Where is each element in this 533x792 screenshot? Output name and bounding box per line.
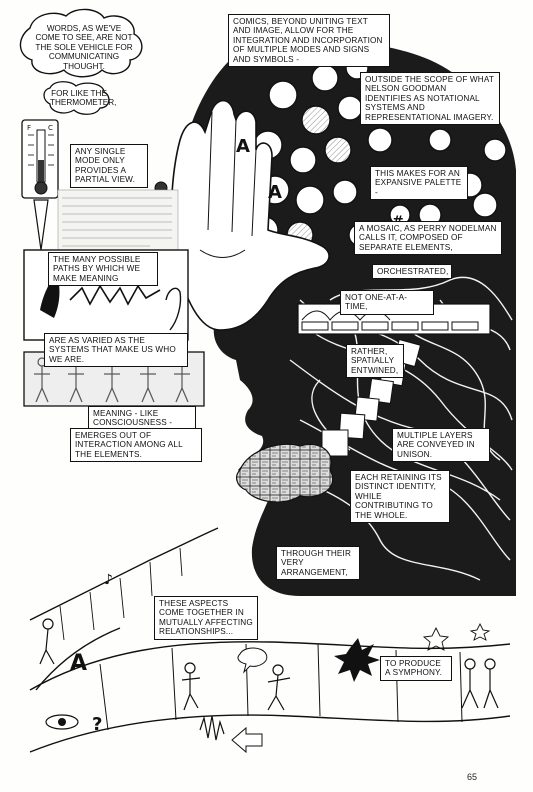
caption-comics: Comics, beyond uniting text and image, a… [228, 14, 390, 68]
caption-goodman: outside the scope of what Nelson Goodman… [360, 72, 500, 126]
caption-arrangement: Through their very arrangement, [276, 546, 360, 581]
thermometer-spike [33, 199, 49, 251]
caption-one-at-a-time: not one-at-a-time, [340, 290, 434, 315]
glyph-note: ♪ [104, 572, 113, 588]
caption-identity: Each retaining its distinct identity, wh… [350, 470, 450, 524]
stars [422, 622, 491, 651]
caption-emerges: emerges out of interaction among all the… [70, 428, 202, 463]
caption-layers: Multiple layers are conveyed in unison. [392, 428, 490, 463]
caption-palette: This makes for an expansive palette - [370, 166, 468, 201]
glyph-letter-a-1: A [236, 136, 250, 157]
glyph-question: ? [92, 714, 102, 735]
caption-thermometer: For like the thermometer, [50, 89, 117, 108]
ribbon-top [29, 641, 511, 691]
thought-cloud [19, 8, 143, 78]
hand-finger-lines [199, 111, 257, 258]
arrow-shape [231, 726, 263, 754]
faded-text-panel [57, 189, 179, 253]
thermo-label-c: C [48, 124, 53, 132]
ribbon-figures [39, 618, 499, 711]
thought-cloud-small [43, 81, 110, 115]
caption-partial: Any single mode only provides a partial … [70, 144, 148, 188]
soundwave [199, 715, 225, 741]
glyph-letter-a-3: A [70, 651, 87, 676]
caption-orchestrated: orchestrated, [372, 264, 452, 280]
caption-words: Words, as we've come to see, are not the… [35, 24, 133, 71]
glyph-letter-a-2: A [268, 182, 282, 203]
caption-systems: are as varied as the systems that make u… [44, 333, 188, 368]
road-upper [29, 527, 219, 621]
ribbon-bottom [29, 714, 511, 753]
caption-paths: The many possible paths by which we make… [48, 252, 158, 287]
speech-bubble-small [237, 647, 268, 674]
caption-aspects: These aspects come together in mutually … [154, 596, 258, 640]
thermo-label-f: F [27, 124, 31, 132]
tile-cluster [236, 443, 334, 503]
zigzag-path [69, 284, 161, 306]
burst-shape [334, 638, 380, 682]
caption-mosaic: A mosaic, as Perry Nodelman calls it, co… [354, 221, 502, 256]
caption-spatially: rather, spatially entwined, [346, 344, 404, 379]
road-lower [35, 627, 121, 691]
page-number: 65 [467, 772, 478, 782]
caption-symphony: to produce a symphony. [380, 656, 452, 681]
